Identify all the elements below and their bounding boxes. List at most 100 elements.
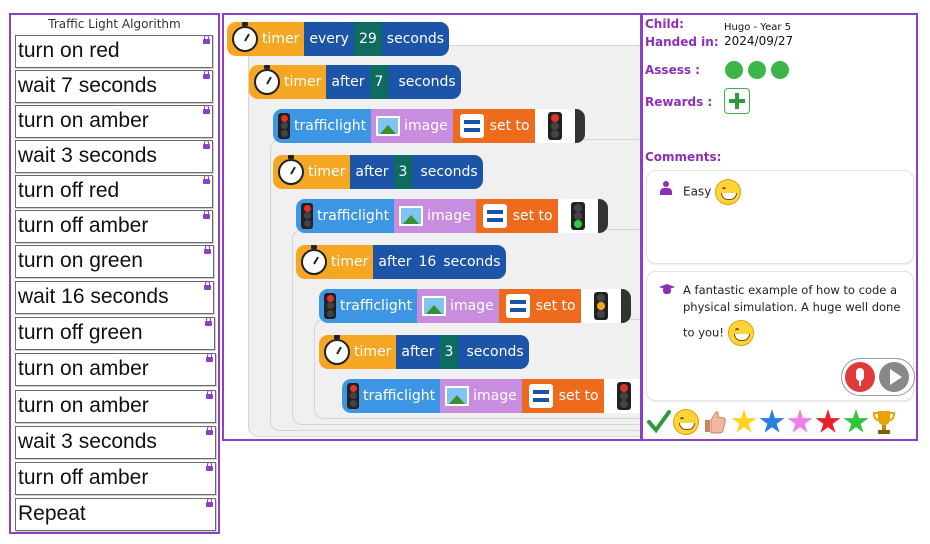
comment-child: Easy <box>646 170 914 264</box>
algorithm-step[interactable]: wait 7 seconds <box>15 70 213 103</box>
lock-icon <box>206 390 213 399</box>
property-label: image <box>404 118 448 134</box>
timer-mode[interactable]: after <box>396 335 440 369</box>
image-icon <box>399 206 424 226</box>
algorithm-step[interactable]: turn off green <box>15 317 215 350</box>
trafficlight-set-block[interactable]: trafficlight image set to <box>296 199 608 233</box>
lock-icon <box>203 70 210 79</box>
star-red-icon[interactable] <box>815 409 841 433</box>
child-label: Child: <box>645 17 684 31</box>
timer-value[interactable]: 16 <box>416 245 439 279</box>
grinning-emoji-icon <box>715 179 742 205</box>
object-label: trafficlight <box>294 118 367 134</box>
timer-mode[interactable]: every <box>304 22 354 56</box>
algorithm-step[interactable]: wait 16 seconds <box>15 281 214 314</box>
star-blue-icon[interactable] <box>759 409 785 433</box>
timer-unit: seconds <box>388 65 461 99</box>
play-icon[interactable] <box>879 362 909 392</box>
timer-unit: seconds <box>412 155 483 189</box>
action-label: set to <box>489 118 530 134</box>
timer-every-block[interactable]: timer every 29 seconds <box>227 22 450 56</box>
lock-icon <box>204 281 211 290</box>
timer-after-block[interactable]: timer after 7 seconds <box>249 65 461 99</box>
light-image[interactable] <box>534 109 575 143</box>
action-label: set to <box>535 298 576 314</box>
add-reward-button[interactable] <box>724 88 750 114</box>
algorithm-step-text: wait 3 seconds <box>18 144 157 167</box>
equals-icon <box>505 294 530 318</box>
comment-child-text: Easy <box>683 184 712 199</box>
lock-icon <box>206 498 213 507</box>
timer-value[interactable]: 29 <box>353 22 382 56</box>
comment-line: A fantastic example of how to code a <box>683 283 898 297</box>
algorithm-step[interactable]: turn off amber <box>15 210 213 243</box>
timer-after-block[interactable]: timer after 3 seconds <box>319 335 529 369</box>
light-image[interactable] <box>603 379 640 413</box>
timer-value[interactable]: 3 <box>393 155 413 189</box>
timer-label: timer <box>331 254 369 270</box>
algorithm-step[interactable]: turn on amber <box>15 353 216 386</box>
lock-icon <box>203 140 210 149</box>
microphone-icon[interactable] <box>845 362 875 392</box>
comment-line: to you! <box>683 325 724 340</box>
action-label: set to <box>558 388 599 404</box>
algorithm-step-text: turn off amber <box>18 214 149 237</box>
object-label: trafficlight <box>317 208 390 224</box>
timer-mode[interactable]: after <box>350 155 394 189</box>
light-image[interactable] <box>557 199 598 233</box>
student-icon <box>660 181 672 195</box>
stopwatch-icon <box>301 245 327 275</box>
timer-label: timer <box>308 164 346 180</box>
lock-icon <box>206 462 213 471</box>
object-label: trafficlight <box>340 298 413 314</box>
assess-dot[interactable] <box>725 61 743 79</box>
star-yellow-icon[interactable] <box>731 409 757 433</box>
assess-dot[interactable] <box>771 61 789 79</box>
algorithm-step[interactable]: Repeat <box>15 498 216 531</box>
traffic-light-icon <box>324 293 336 319</box>
timer-mode[interactable]: after <box>373 245 417 279</box>
trophy-icon[interactable] <box>872 409 896 435</box>
assess-dot[interactable] <box>748 61 766 79</box>
algorithm-step[interactable]: wait 3 seconds <box>15 140 213 173</box>
timer-value[interactable]: 7 <box>369 65 389 99</box>
trafficlight-set-block[interactable]: trafficlight image set to <box>342 379 640 413</box>
timer-after-block[interactable]: timer after 3 seconds <box>273 155 483 189</box>
trafficlight-set-block[interactable]: trafficlight image set to <box>319 289 631 323</box>
algorithm-step[interactable]: turn on red <box>15 35 213 68</box>
algorithm-step[interactable]: wait 3 seconds <box>15 426 216 459</box>
algorithm-step[interactable]: turn off amber <box>15 462 216 495</box>
property-label: image <box>427 208 471 224</box>
algorithm-step-text: turn on amber <box>18 109 149 132</box>
algorithm-step[interactable]: turn on green <box>15 245 214 278</box>
algorithm-step-text: turn on red <box>18 39 120 62</box>
light-image[interactable] <box>580 289 621 323</box>
comment-line: physical simulation. A huge well done <box>683 300 901 314</box>
star-green-icon[interactable] <box>843 409 869 433</box>
comment-child-row: Easy <box>683 179 742 205</box>
timer-unit: seconds <box>438 245 506 279</box>
algorithm-step-text: wait 3 seconds <box>18 430 157 453</box>
stopwatch-icon <box>232 22 258 52</box>
algorithm-step[interactable]: turn off red <box>15 175 213 208</box>
algorithm-step[interactable]: turn on amber <box>15 390 216 423</box>
trafficlight-set-block[interactable]: trafficlight image set to <box>273 109 585 143</box>
star-pink-icon[interactable] <box>787 409 813 433</box>
algorithm-step[interactable]: turn on amber <box>15 105 213 138</box>
traffic-light-icon <box>301 203 313 229</box>
timer-value[interactable]: 3 <box>439 335 459 369</box>
equals-icon <box>459 114 484 138</box>
algorithm-step-text: Repeat <box>18 502 86 525</box>
algorithm-step-text: turn off amber <box>18 466 149 489</box>
timer-mode[interactable]: after <box>326 65 370 99</box>
smiley-icon[interactable] <box>673 409 699 435</box>
thumbs-up-icon[interactable] <box>703 409 727 435</box>
check-icon[interactable] <box>647 407 671 435</box>
algorithm-step-text: turn on green <box>18 249 143 272</box>
timer-after-block[interactable]: timer after 16 seconds <box>296 245 506 279</box>
algorithm-step-text: turn off red <box>18 179 120 202</box>
timer-unit: seconds <box>381 22 450 56</box>
comment-teacher: A fantastic example of how to code a phy… <box>646 271 915 401</box>
graduation-cap-icon <box>659 284 675 296</box>
lock-icon <box>203 35 210 44</box>
